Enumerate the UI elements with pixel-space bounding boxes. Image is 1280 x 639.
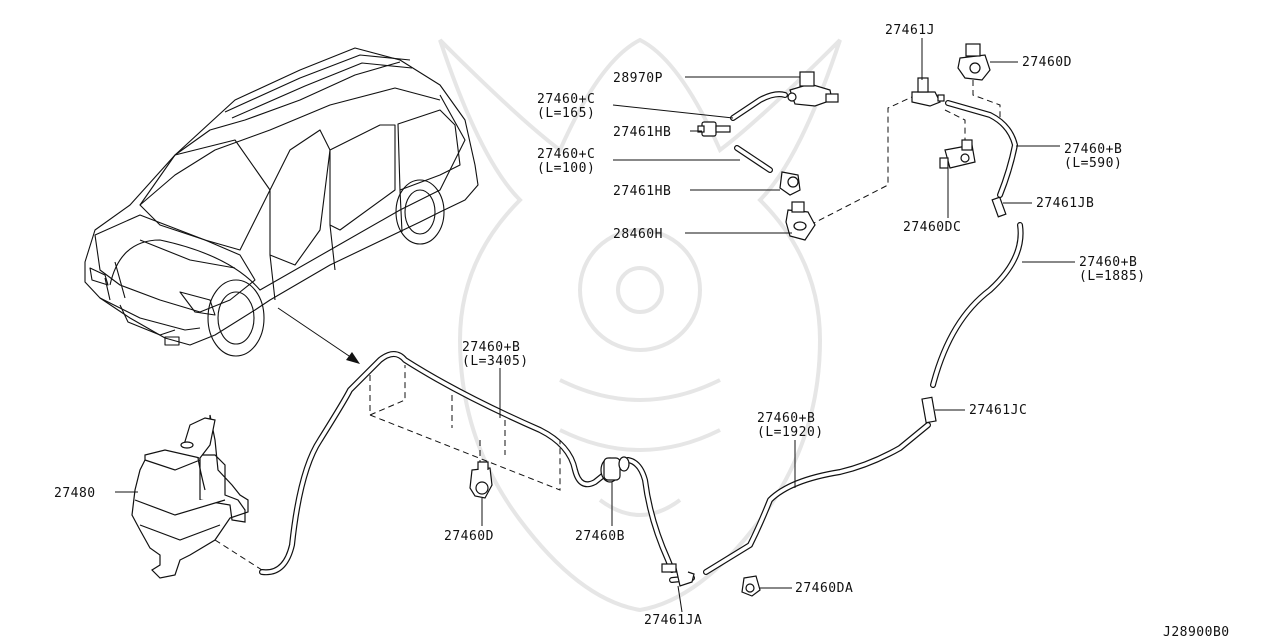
label-27460B: 27460B: [575, 529, 625, 544]
joint-27461J: [911, 77, 945, 107]
vehicle-illustration: [84, 47, 479, 357]
label-28460H: 28460H: [613, 227, 663, 242]
label-27461HB-a: 27461HB: [613, 125, 671, 140]
label-27461JB: 27461JB: [1036, 196, 1094, 211]
label-27460B-3405-length: (L=3405): [462, 354, 529, 369]
clip-27460D-top: [957, 43, 991, 81]
label-27461J: 27461J: [885, 23, 935, 38]
label-27460B-590: 27460+B: [1064, 142, 1122, 157]
label-28970P: 28970P: [613, 71, 663, 86]
hose-routing: [259, 91, 1024, 583]
check-valve-27460B: [600, 456, 630, 483]
label-27461HB-b: 27461HB: [613, 184, 671, 199]
diagram-code: J28900B0: [1163, 625, 1230, 639]
watermark-emblem: [438, 37, 842, 613]
label-27460B-1920-length: (L=1920): [757, 425, 824, 440]
label-27461JC: 27461JC: [969, 403, 1027, 418]
joint-27461HB-b: [779, 171, 801, 196]
label-27480: 27480: [54, 486, 96, 501]
parts: [131, 43, 991, 597]
clip-27460DC: [939, 139, 976, 169]
label-27460B-1885-length: (L=1885): [1079, 269, 1146, 284]
label-27461JA: 27461JA: [644, 613, 702, 628]
label-27460D-bottom: 27460D: [444, 529, 494, 544]
label-27460D-top: 27460D: [1022, 55, 1072, 70]
clip-27460DA: [741, 575, 761, 597]
dashed-links: [214, 80, 1001, 571]
label-27460C-165-length: (L=165): [537, 106, 595, 121]
nozzle-28970P: [787, 71, 839, 107]
label-27460B-590-length: (L=590): [1064, 156, 1122, 171]
joint-27461HB-a: [697, 121, 731, 137]
label-27460DC: 27460DC: [903, 220, 961, 235]
label-27460B-1920: 27460+B: [757, 411, 815, 426]
label-27460B-1885: 27460+B: [1079, 255, 1137, 270]
washer-reservoir: [131, 414, 249, 579]
nozzle-28460H: [785, 201, 816, 241]
label-27460DA: 27460DA: [795, 581, 853, 596]
joint-27461JA: [661, 563, 695, 587]
label-27460C-100: 27460+C: [537, 147, 595, 162]
leader-lines: [115, 38, 1075, 613]
callout-arrow: [277, 307, 360, 364]
clip-27460D-bottom: [469, 461, 493, 499]
part-labels: 28970P 27460+C (L=165) 27461HB 27460+C (…: [54, 23, 1230, 639]
label-27460C-100-length: (L=100): [537, 161, 595, 176]
label-27460B-3405: 27460+B: [462, 340, 520, 355]
label-27460C-165: 27460+C: [537, 92, 595, 107]
